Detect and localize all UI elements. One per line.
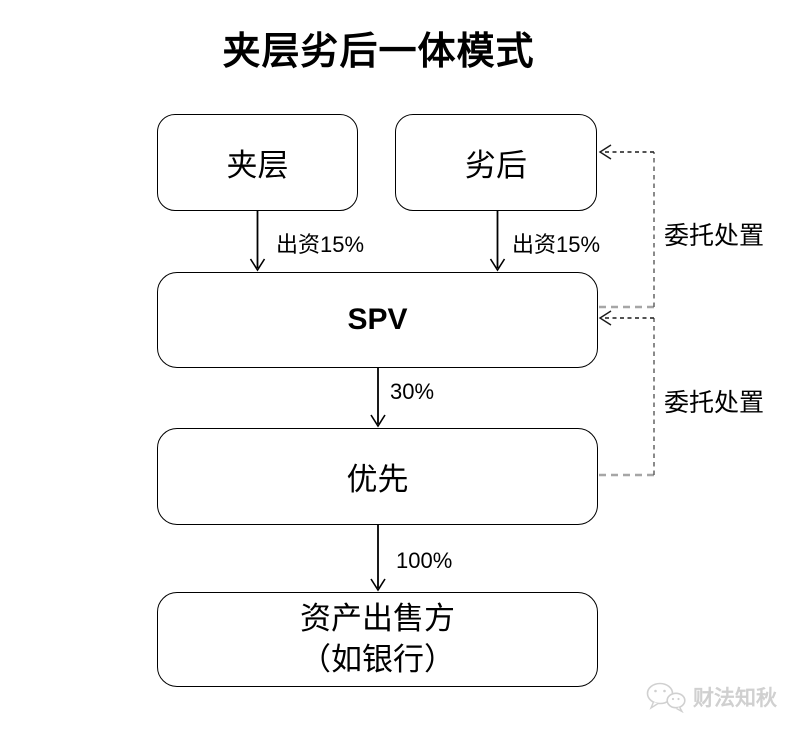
edge-label-entrust-disposal-top: 委托处置 [664,223,765,250]
node-seller: 资产出售方 （如银行） [157,592,598,687]
arrowhead-down-icon [489,258,506,272]
page-title: 夹层劣后一体模式 [222,31,535,73]
node-seller-label-line2: （如银行） [300,641,455,677]
watermark-text: 财法知秋 [693,687,777,710]
node-mezzanine-label: 夹层 [226,148,289,183]
watermark: 财法知秋 [645,681,777,713]
arrowhead-left-icon [598,310,612,326]
wechat-logo-icon [646,682,686,713]
dashed-connector-spv-to-subordinate [598,144,655,309]
edge-label-entrust-disposal-bottom: 委托处置 [664,390,765,417]
edge-label-contribution-right: 出资15% [512,232,601,257]
edge-label-senior-to-seller-percent: 100% [396,548,453,573]
node-senior: 优先 [157,428,598,525]
arrowhead-down-icon [249,258,266,272]
arrowhead-left-icon [598,144,612,160]
node-senior-label: 优先 [346,462,409,497]
node-mezzanine: 夹层 [157,114,358,211]
arrow-subordinate-to-spv [489,211,506,272]
node-subordinate: 劣后 [395,114,597,211]
node-seller-label-line1: 资产出售方 [300,601,455,637]
edge-label-contribution-left: 出资15% [276,232,365,257]
node-subordinate-label: 劣后 [465,148,527,183]
edge-label-spv-to-senior-percent: 30% [390,379,435,404]
arrowhead-down-icon [370,578,386,592]
arrow-spv-to-senior [370,368,386,428]
arrow-mezzanine-to-spv [249,211,266,272]
node-spv: SPV [157,272,598,368]
arrow-senior-to-seller [370,525,386,592]
arrowhead-down-icon [370,414,386,428]
dashed-connector-senior-to-spv [598,310,655,477]
node-spv-label: SPV [347,303,408,336]
